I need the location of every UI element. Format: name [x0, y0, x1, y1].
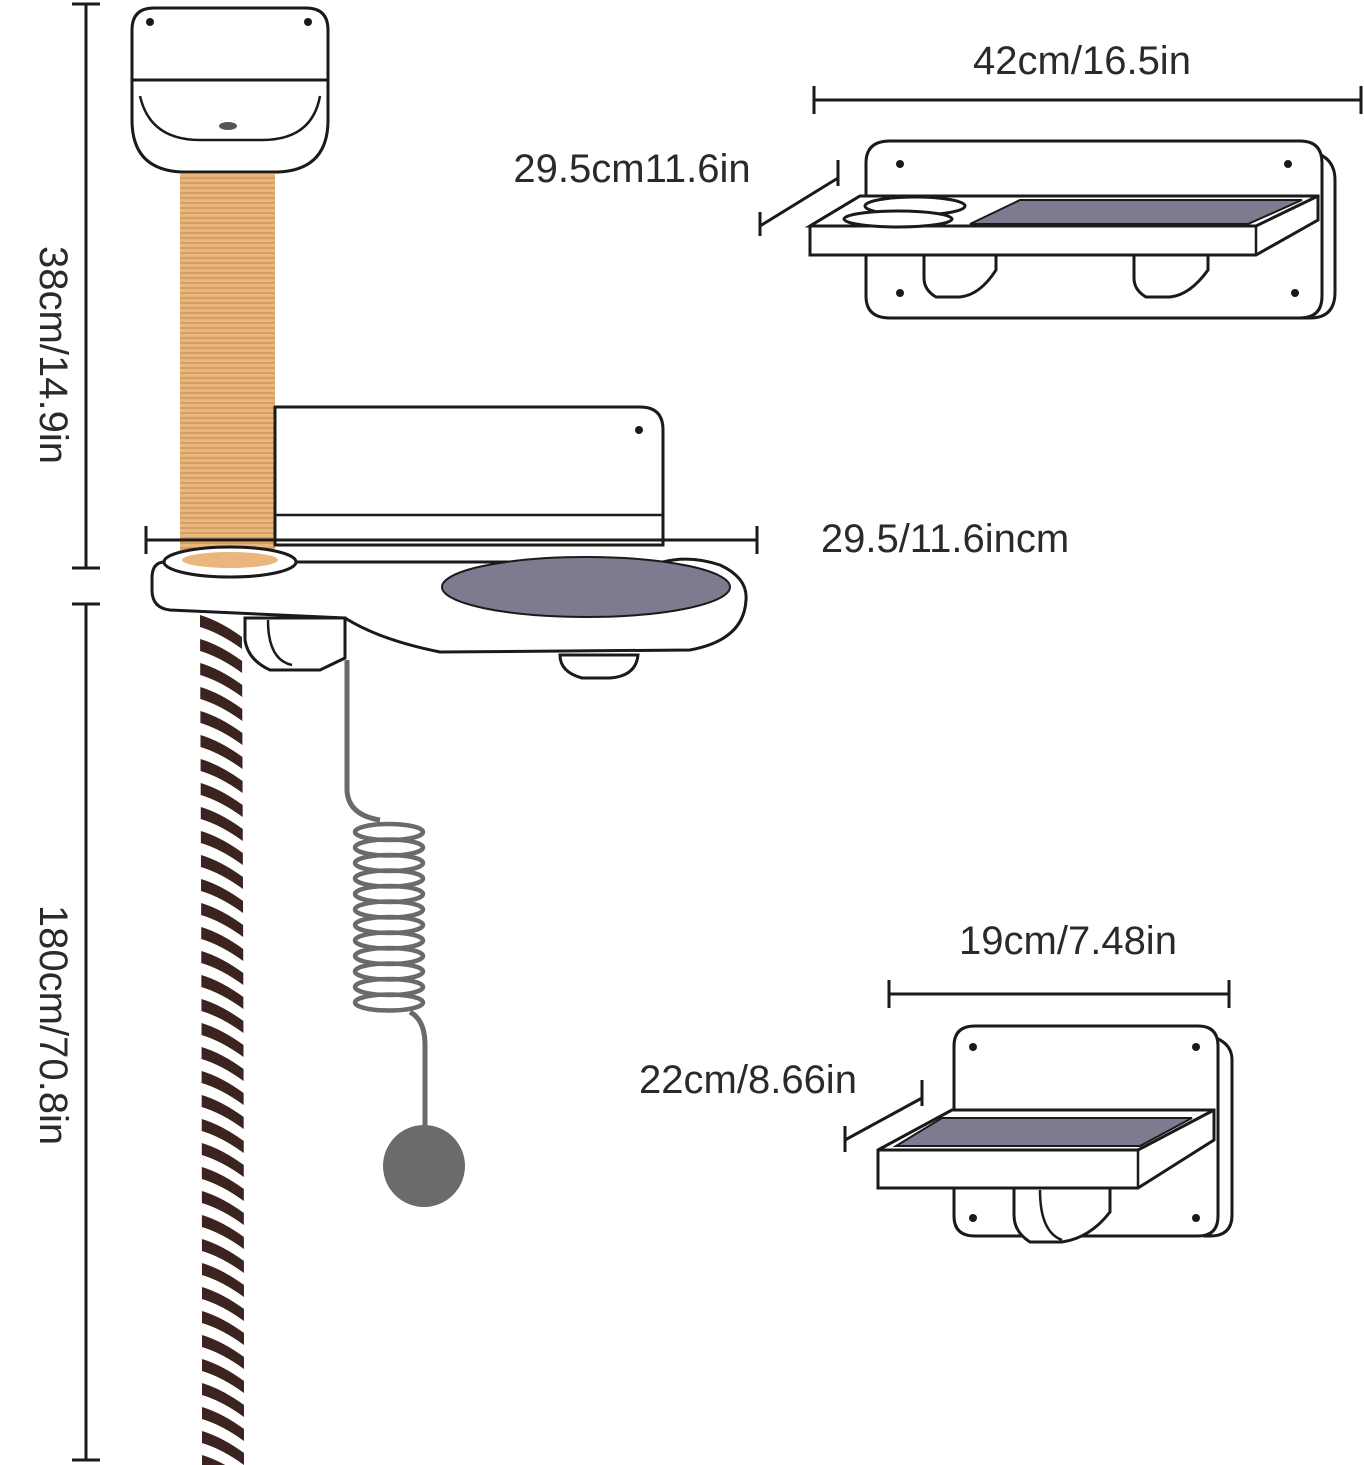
sisal-scratching-post [180, 174, 275, 564]
shelf-width-dimension-line [144, 526, 759, 554]
small-shelf-width-label: 19cm/7.48in [959, 919, 1177, 963]
rope-length-label: 180cm/70.8in [31, 905, 75, 1145]
main-shelf-platform [150, 545, 748, 680]
main-shelf-back-plate [273, 405, 665, 547]
top-wall-bracket [130, 6, 330, 174]
large-shelf-illustration [804, 139, 1337, 320]
sisal-rope [200, 615, 244, 1465]
toy-ball [383, 1125, 465, 1207]
spring-ball-toy [344, 660, 465, 1207]
main-shelf-pad [441, 556, 731, 618]
small-shelf-width-dimension-line [887, 980, 1231, 1008]
post-height-label: 38cm/14.9in [31, 246, 75, 464]
small-shelf-depth-dimension-line [843, 1080, 924, 1152]
small-shelf-illustration [876, 1024, 1234, 1244]
large-shelf-depth-dimension-line [758, 160, 840, 236]
small-shelf-depth-label: 22cm/8.66in [639, 1058, 857, 1102]
post-height-dimension-line [72, 2, 100, 570]
rope-length-dimension-line [72, 602, 100, 1462]
large-shelf-width-dimension-line [812, 86, 1363, 114]
shelf-width-label: 29.5/11.6incm [821, 517, 1069, 561]
large-shelf-depth-label: 29.5cm11.6in [513, 147, 750, 191]
large-shelf-width-label: 42cm/16.5in [973, 39, 1191, 83]
